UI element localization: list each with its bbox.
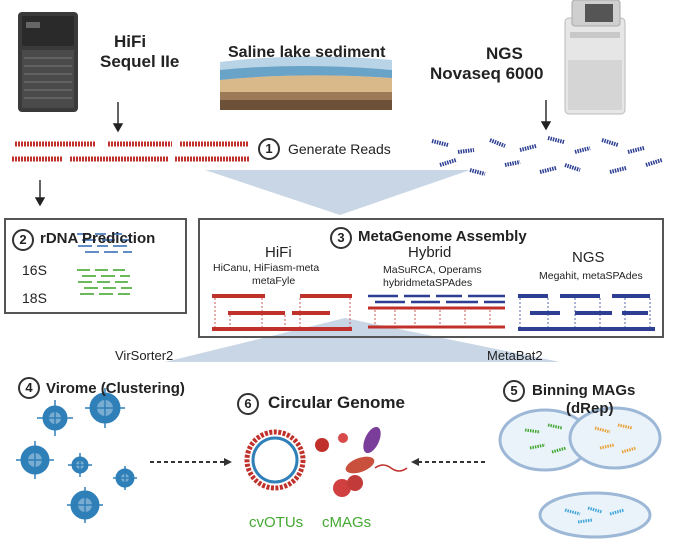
rdna-16s-reads [77, 233, 132, 253]
assembly-hybrid-title: Hybrid [408, 244, 452, 261]
assembly-hifi-graphic [212, 294, 352, 331]
step-number-6: 6 [237, 393, 259, 415]
sediment-label: Saline lake sediment [228, 44, 386, 61]
merge-funnel [205, 170, 470, 215]
ngs-sequencer-icon [564, 0, 626, 115]
virsorter-label: VirSorter2 [115, 348, 174, 363]
rdna-box [4, 218, 187, 314]
step-number-2: 2 [12, 229, 34, 251]
hifi-label-1: HiFi [114, 32, 147, 51]
rdna-label: rDNA Prediction [40, 230, 156, 247]
cmags-label: cMAGs [322, 514, 372, 531]
circular-genome-label: Circular Genome [268, 393, 405, 412]
ngs-label-1: NGS [486, 44, 523, 63]
hifi-label-2: Sequel IIe [100, 52, 180, 71]
ngs-label-2: Novaseq 6000 [430, 64, 544, 83]
assembly-ngs-title: NGS [572, 249, 605, 266]
ngs-reads [431, 136, 663, 176]
rdna-18s-label: 18S [22, 290, 47, 306]
step-number-4: 4 [18, 377, 40, 399]
cmags-microbe-icons [315, 426, 408, 497]
binning-label-2: (dRep) [566, 400, 614, 417]
cvotus-label: cvOTUs [249, 514, 304, 531]
rdna-18s-reads [77, 269, 132, 295]
step-number-3: 3 [330, 227, 352, 249]
flow-arrows [34, 100, 552, 207]
assembly-ngs-tools: Megahit, metaSPAdes [539, 270, 643, 282]
generate-reads-label: Generate Reads [288, 141, 391, 157]
assembly-box [198, 218, 664, 338]
step-number-5: 5 [503, 380, 525, 402]
assembly-hybrid-tools-2: hybridmetaSPAdes [383, 277, 473, 289]
assembly-label: MetaGenome Assembly [358, 228, 527, 245]
sediment-layers-icon [220, 56, 392, 110]
hifi-sequencer-icon [18, 12, 78, 112]
binning-label-1: Binning MAGs [532, 382, 636, 399]
circular-genome-icon [244, 429, 306, 491]
virus-particles-icon [16, 388, 137, 523]
assembly-ngs-graphic [518, 294, 655, 331]
virome-label: Virome (Clustering) [46, 380, 185, 397]
mag-bins-icon [498, 406, 662, 539]
rdna-16s-label: 16S [22, 262, 47, 278]
step-number-1: 1 [258, 138, 280, 160]
split-funnel [165, 318, 560, 362]
hifi-reads [12, 141, 250, 162]
assembly-hybrid-tools-1: MaSuRCA, Operams [383, 264, 482, 276]
assembly-hifi-tools-1: HiCanu, HiFiasm-meta [213, 262, 320, 274]
assembly-hifi-title: HiFi [265, 244, 292, 261]
metabat-label: MetaBat2 [487, 348, 543, 363]
assembly-hybrid-graphic [368, 294, 505, 329]
assembly-hifi-tools-2: metaFyle [252, 275, 296, 287]
